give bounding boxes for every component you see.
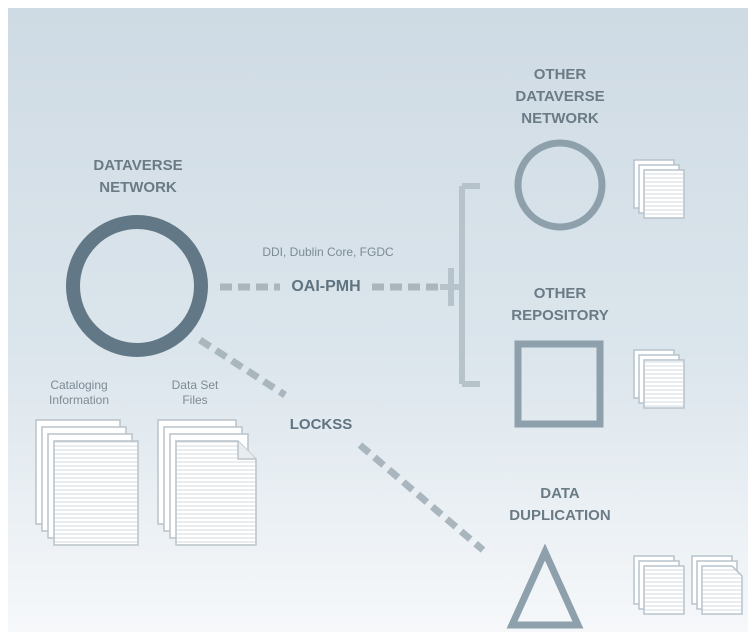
data-set-files-label-line1: Data Set [171,378,219,392]
other-dataverse-network-node [514,139,606,231]
data-duplication-node [506,543,584,629]
dataverse-network-node [66,215,208,357]
data-set-files-label: Data Set Files [150,378,240,408]
data-duplication-label-line1: DATA [540,485,580,502]
repository-bracket [440,183,480,387]
document-stack-other-repository [633,349,685,409]
document-stack-duplication-a [633,555,685,615]
other-repository-label: OTHER REPOSITORY [490,283,630,327]
oai-pmh-label: OAI-PMH [291,278,361,295]
data-set-files-label-line2: Files [182,393,208,407]
other-dataverse-network-label: OTHER DATAVERSE NETWORK [490,64,630,130]
other-dataverse-network-label-line2: DATAVERSE [515,88,605,105]
other-dataverse-network-label-line1: OTHER [533,66,587,83]
data-set-files-stack [157,419,257,546]
cataloging-information-stack [35,419,139,546]
dataverse-network-label-line1: DATAVERSE [93,157,183,174]
lockss-connector [198,337,486,553]
document-stack-duplication-b [691,555,743,615]
dataverse-network-label-line2: NETWORK [99,179,177,196]
lockss-label: LOCKSS [289,416,353,433]
data-duplication-label: DATA DUPLICATION [490,483,630,527]
document-stack-other-network [633,159,685,219]
cataloging-information-label: Cataloging Information [24,378,134,408]
metadata-formats-label: DDI, Dublin Core, FGDC [262,245,394,259]
other-repository-label-line1: OTHER [533,285,587,302]
other-repository-node [514,340,604,428]
data-duplication-label-line2: DUPLICATION [509,507,611,524]
other-dataverse-network-label-line3: NETWORK [521,110,599,127]
dataverse-network-label: DATAVERSE NETWORK [50,155,226,199]
cataloging-information-label-line2: Information [48,393,110,407]
other-repository-label-line2: REPOSITORY [511,307,609,324]
cataloging-information-label-line1: Cataloging [50,378,108,392]
